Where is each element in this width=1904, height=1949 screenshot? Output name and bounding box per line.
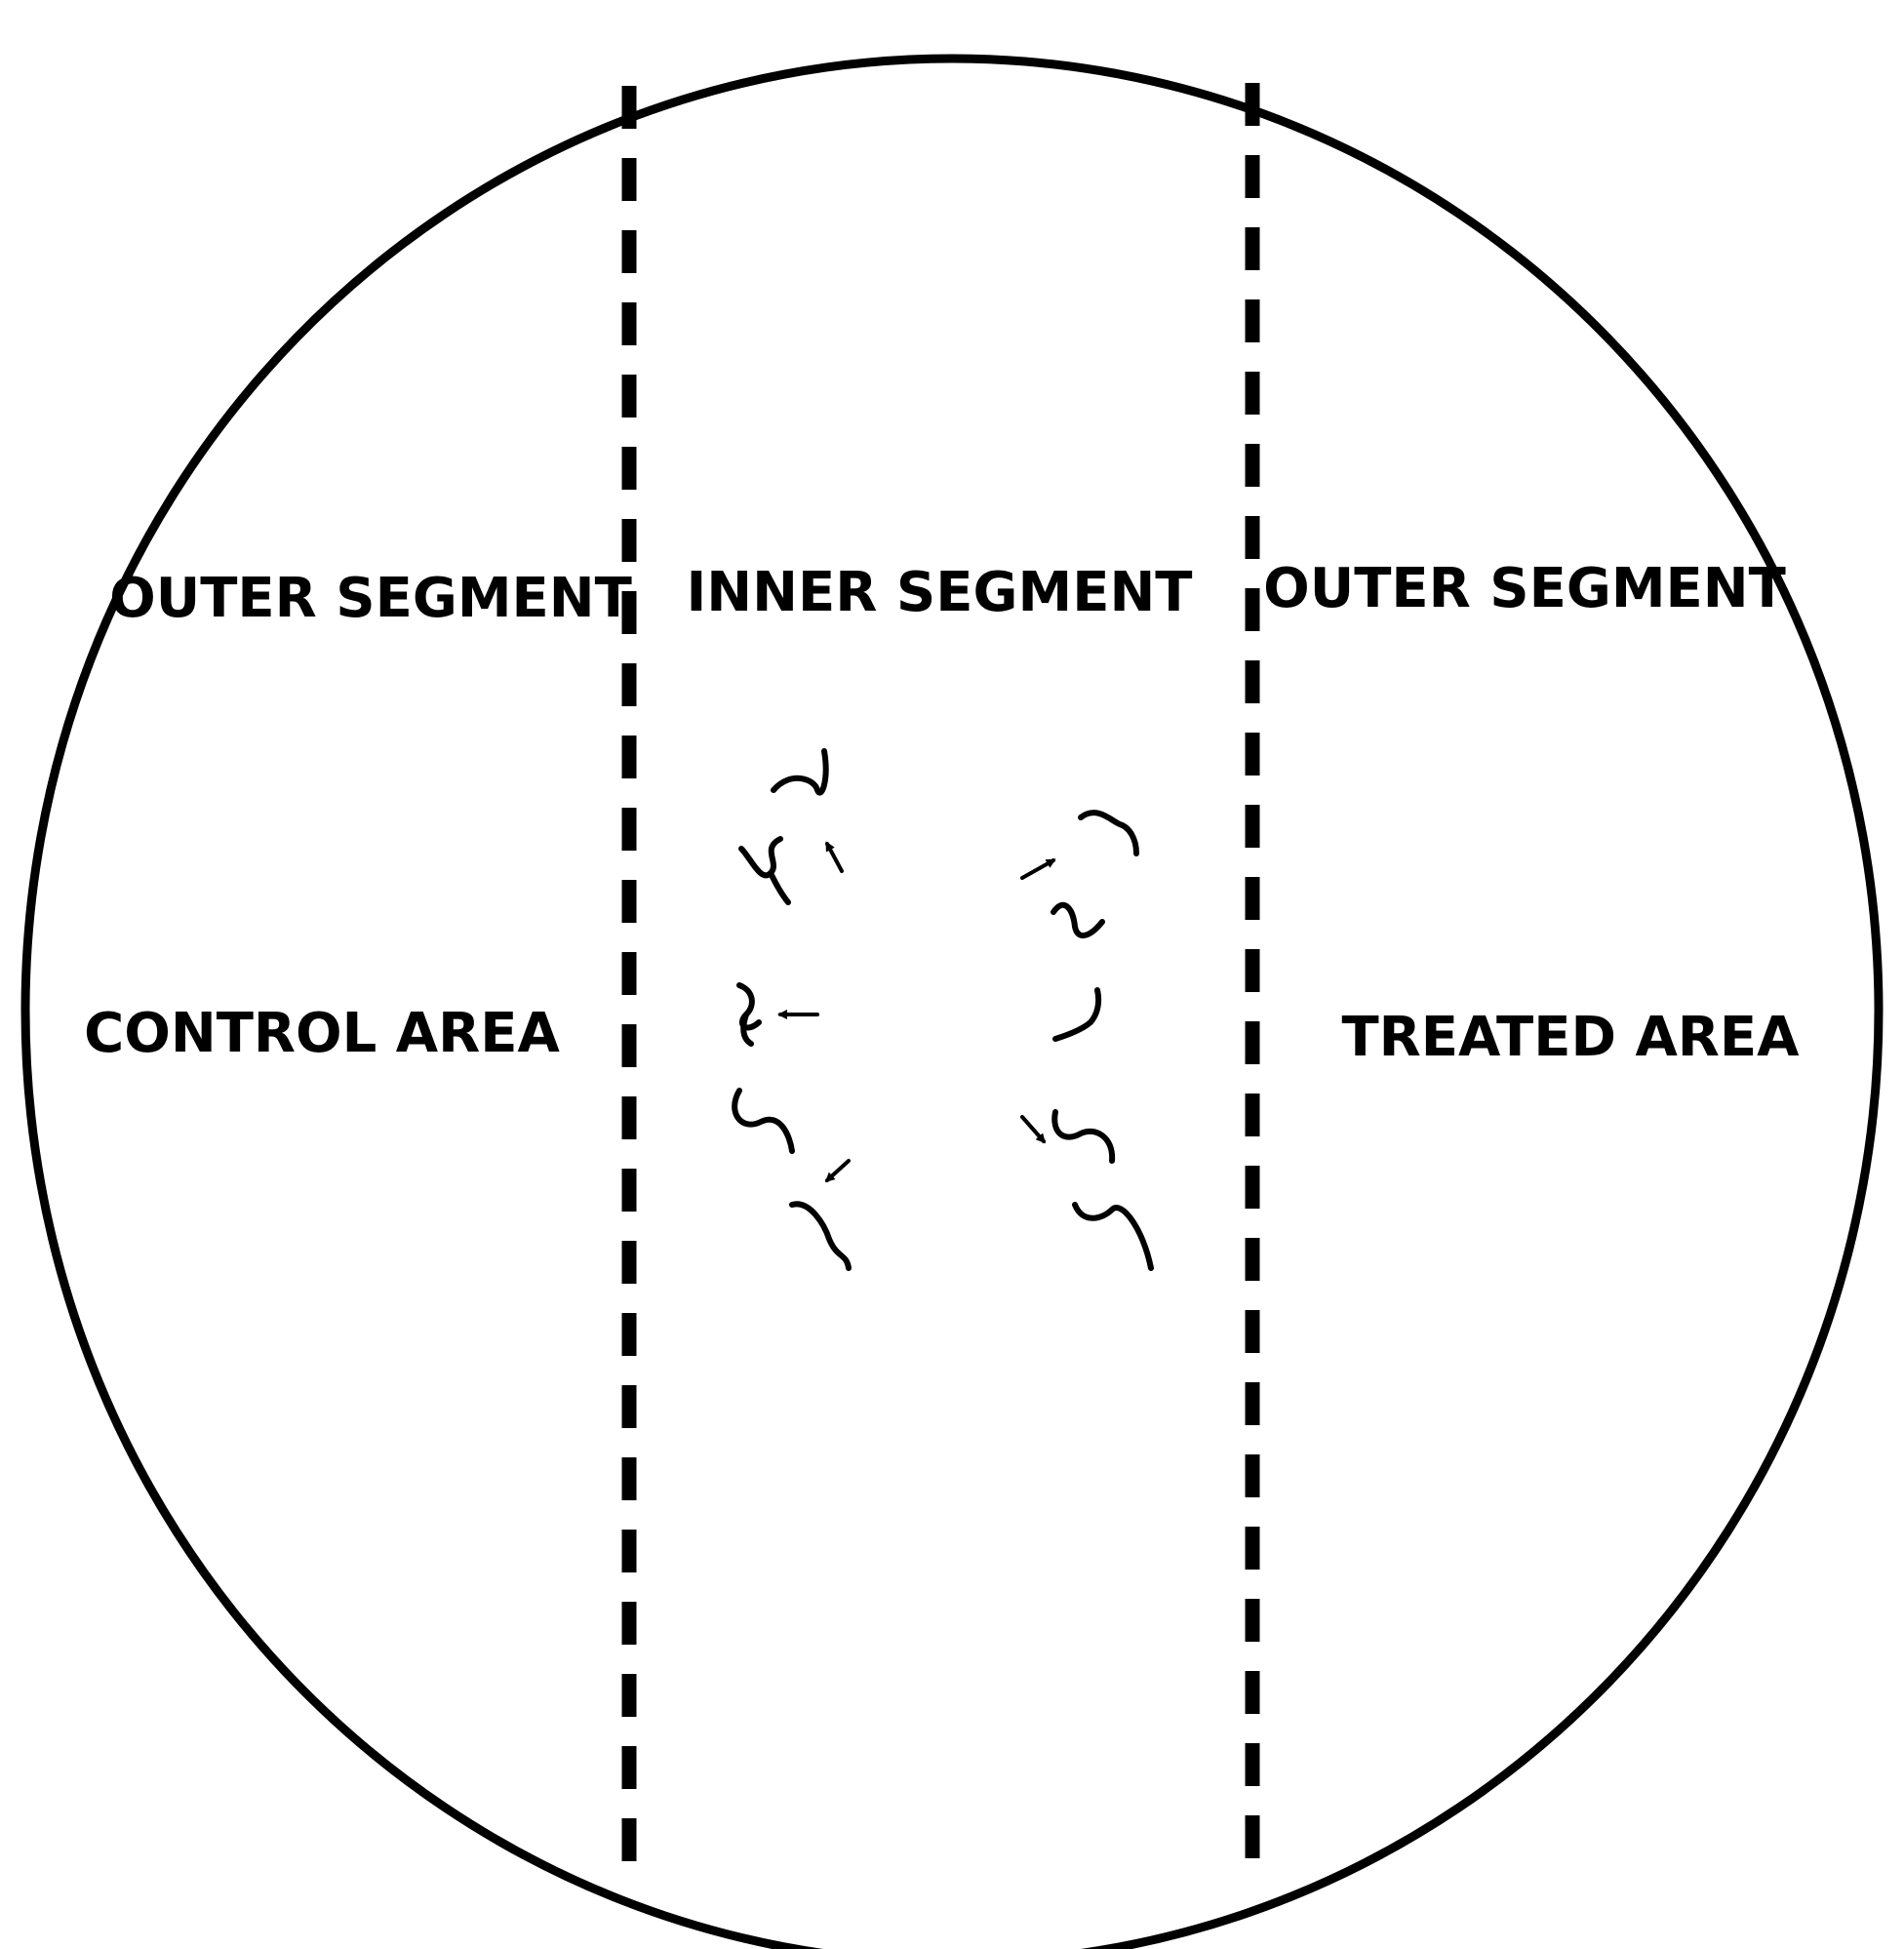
label-treated-area: TREATED AREA [1341,1006,1800,1069]
petri-dish-outline [20,54,1884,1949]
squiggle-worm-icon [1051,1109,1116,1164]
arrow-icon [1020,1115,1046,1144]
squiggle-worm-icon [789,1201,852,1271]
arrow-icon [825,841,844,873]
squiggle-worm-icon [1052,987,1102,1042]
label-outer-segment-left: OUTER SEGMENT [109,567,632,630]
arrow-icon [824,1159,851,1183]
organisms-left-group [732,748,1154,1271]
squiggle-worm-icon [1051,901,1105,938]
squiggle-worm-icon [738,836,791,905]
arrow-icon [1020,858,1056,880]
squiggle-worm-icon [1072,1202,1154,1271]
squiggle-worm-icon [771,748,829,796]
label-inner-segment: INNER SEGMENT [686,561,1192,624]
label-control-area: CONTROL AREA [84,1002,560,1065]
squiggle-worm-icon [732,1088,795,1154]
squiggle-worm-icon [736,982,762,1047]
label-outer-segment-right: OUTER SEGMENT [1263,557,1786,620]
squiggle-worm-icon [1078,810,1139,856]
